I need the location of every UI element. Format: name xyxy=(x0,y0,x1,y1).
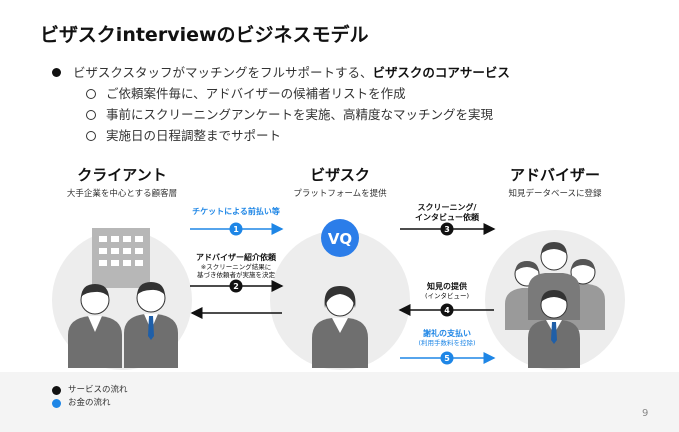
flow-4-label: 知見の提供 (インタビュー) xyxy=(398,282,496,300)
flow-2-note: ※スクリーニング結果に 基づき依頼者が実施を決定 xyxy=(197,263,275,279)
bullet-sub-1: ご依頼案件毎に、アドバイザーの候補者リストを作成 xyxy=(52,83,510,104)
bullet-main-bold: ビザスクのコアサービス xyxy=(372,65,510,80)
flow-5-note: (利用手数料を控除) xyxy=(418,339,476,347)
legend: サービスの流れ お金の流れ xyxy=(52,384,128,410)
advisor-header: アドバイザー 知見データベースに登録 xyxy=(495,164,615,199)
building-icon xyxy=(92,228,150,288)
bullet-ring-icon xyxy=(86,109,96,120)
service-dot-icon xyxy=(52,386,61,395)
client-desc: 大手企業を中心とする顧客層 xyxy=(66,189,178,199)
visasq-header: ビザスク プラットフォームを提供 xyxy=(280,164,400,199)
svg-text:3: 3 xyxy=(444,225,450,234)
flow-2-badge: 2 xyxy=(229,279,243,293)
advisor-person-4-icon xyxy=(528,290,580,368)
flow-4-badge: 4 xyxy=(440,303,454,317)
bullet-dot-icon xyxy=(52,68,61,77)
client-person-1-icon xyxy=(68,284,122,368)
svg-text:1: 1 xyxy=(233,225,239,234)
visasq-logo: VQ xyxy=(321,219,359,257)
bullet-main-text: ビザスクスタッフがマッチングをフルサポートする、 xyxy=(73,65,373,80)
client-header: クライアント 大手企業を中心とする顧客層 xyxy=(62,164,182,199)
flow-1-label: チケットによる前払い等 xyxy=(192,207,280,216)
flow-5-badge: 5 xyxy=(440,351,454,365)
visasq-logo-text: VQ xyxy=(328,230,352,248)
footer-band xyxy=(0,372,679,432)
visasq-staff-icon xyxy=(312,286,368,368)
bullet-list: ビザスクスタッフがマッチングをフルサポートする、ビザスクのコアサービス ご依頼案… xyxy=(52,62,510,146)
slide-title: ビザスクinterviewのビジネスモデル xyxy=(40,24,369,46)
legend-money: お金の流れ xyxy=(52,397,128,410)
legend-service: サービスの流れ xyxy=(52,384,128,397)
client-person-2-icon xyxy=(124,282,178,368)
svg-text:2: 2 xyxy=(233,282,239,291)
svg-text:4: 4 xyxy=(444,306,450,315)
flow-5-label: 謝礼の支払い (利用手数料を控除) xyxy=(398,329,496,347)
client-name: クライアント xyxy=(77,166,167,184)
advisor-name: アドバイザー xyxy=(509,166,600,184)
flow-2-label: アドバイザー紹介依頼 ※スクリーニング結果に 基づき依頼者が実施を決定 xyxy=(184,253,288,279)
money-dot-icon xyxy=(52,399,61,408)
flow-3-badge: 3 xyxy=(440,222,454,236)
advisor-desc: 知見データベースに登録 xyxy=(508,189,602,199)
bullet-sub-2: 事前にスクリーニングアンケートを実施、高精度なマッチングを実現 xyxy=(52,104,510,125)
visasq-name: ビザスク xyxy=(310,166,370,184)
bullet-ring-icon xyxy=(86,130,96,141)
page-number: 9 xyxy=(642,408,649,419)
bullet-sub-3: 実施日の日程調整までサポート xyxy=(52,125,510,146)
flow-4-note: (インタビュー) xyxy=(424,292,470,300)
bullet-ring-icon xyxy=(86,88,96,99)
svg-text:5: 5 xyxy=(444,354,450,363)
flow-3-label: スクリーニング/ インタビュー依頼 xyxy=(415,203,479,222)
visasq-desc: プラットフォームを提供 xyxy=(293,189,387,199)
bullet-main: ビザスクスタッフがマッチングをフルサポートする、ビザスクのコアサービス xyxy=(52,62,510,83)
flow-1-badge: 1 xyxy=(229,222,243,236)
